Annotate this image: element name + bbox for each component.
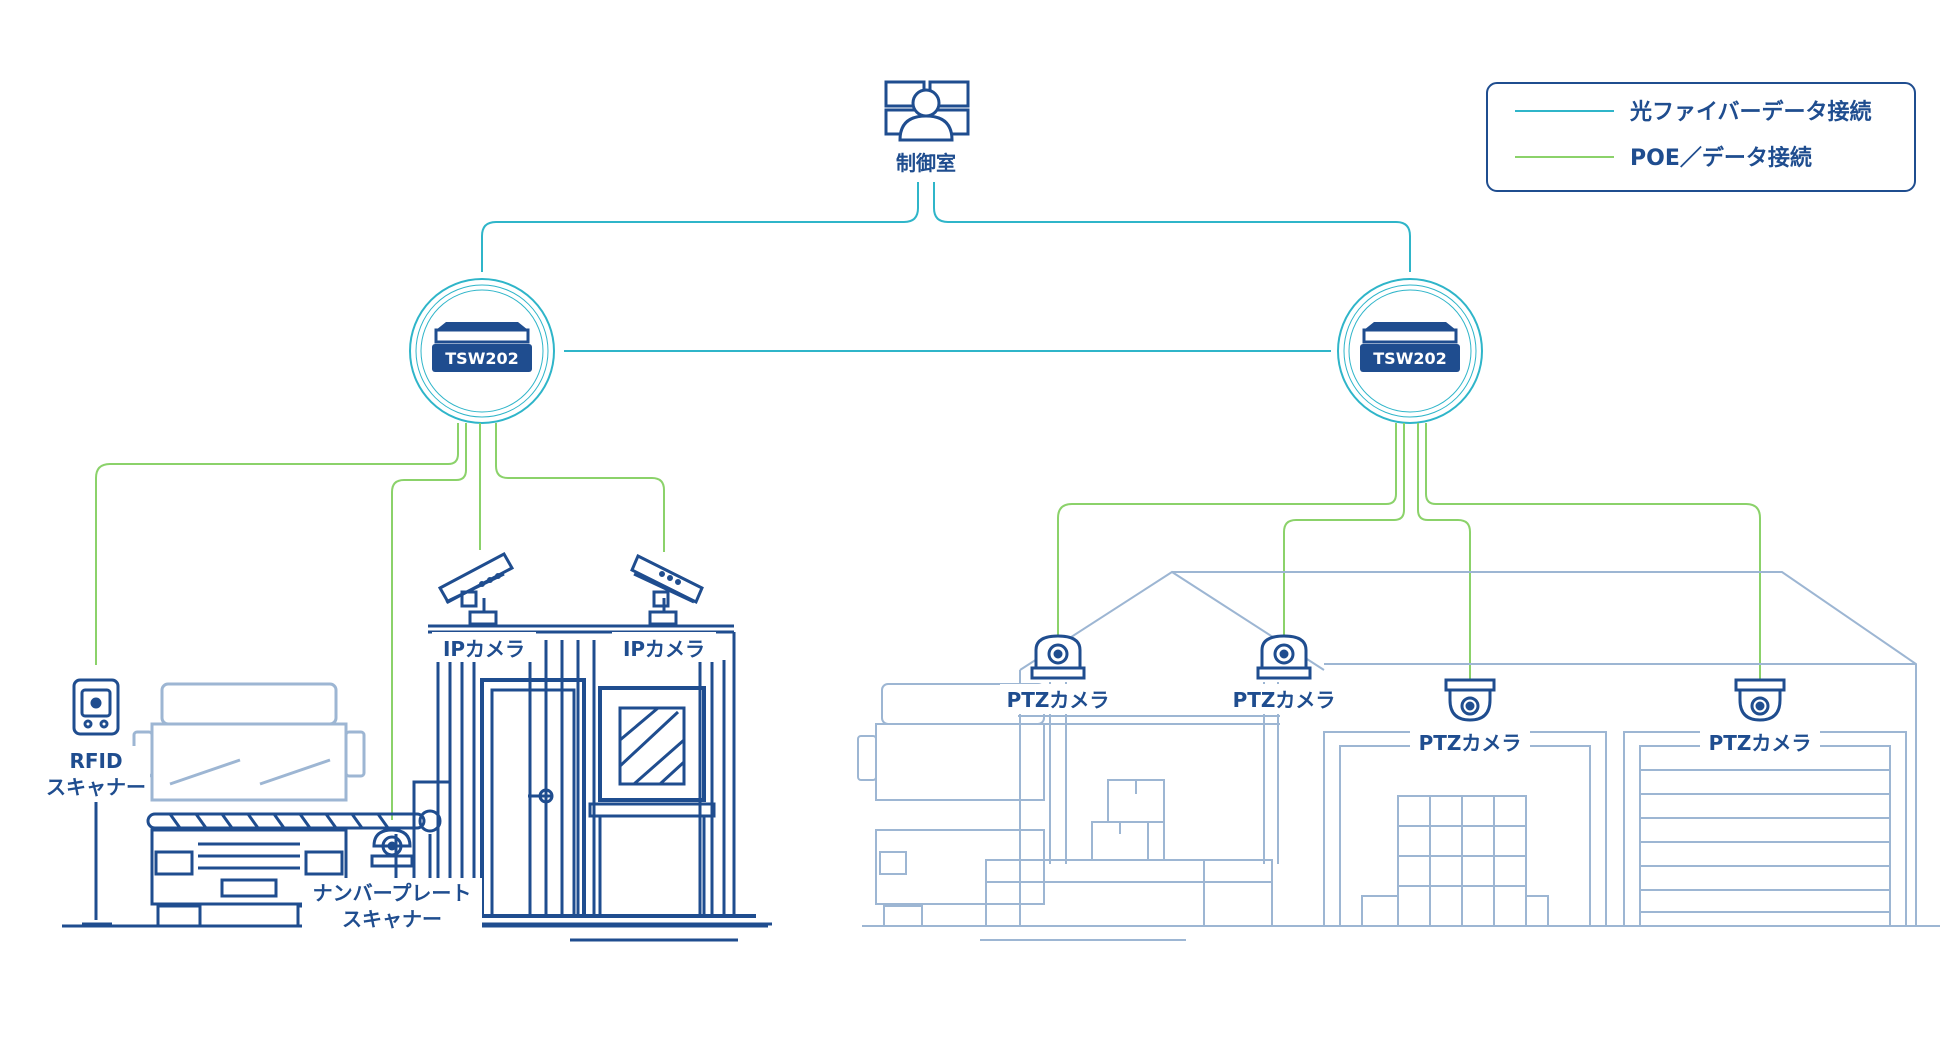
ptz-cameras [1030, 634, 1786, 722]
poe-links-left [95, 423, 665, 820]
ptz-camera-3-label: PTZカメラ [1419, 731, 1522, 755]
guard-booth [428, 624, 772, 926]
rfid-scanner-icon [72, 678, 120, 926]
switch-right: TSW202 [1337, 278, 1483, 424]
fiber-links [481, 182, 1411, 352]
ip-camera-2-icon [630, 553, 704, 626]
ptz-camera-1-label: PTZカメラ [1007, 688, 1110, 712]
plate-scanner-label-line1: ナンバープレート [313, 881, 472, 905]
legend-poe-label: POE／データ接続 [1630, 145, 1812, 171]
switch-left: TSW202 [409, 278, 555, 424]
ip-camera-1-label: IPカメラ [443, 637, 525, 661]
truck-icon [132, 682, 366, 928]
plate-scanner-camera-icon [370, 828, 414, 868]
control-room-icon [884, 80, 970, 142]
rfid-label-line2: スキャナー [46, 775, 146, 799]
ptz-labels: PTZカメラ PTZカメラ PTZカメラ PTZカメラ [1000, 684, 1820, 758]
legend-fiber-label: 光ファイバーデータ接続 [1629, 99, 1872, 125]
ptz-camera-1-icon [1030, 634, 1086, 680]
ptz-camera-2-label: PTZカメラ [1233, 688, 1336, 712]
ptz-camera-3-icon [1444, 678, 1496, 722]
switch-right-model: TSW202 [1373, 349, 1446, 368]
ptz-camera-4-icon [1734, 678, 1786, 722]
rfid-label-line1: RFID [69, 749, 122, 773]
ip-camera-1-icon [437, 551, 515, 626]
ip-camera-2-label: IPカメラ [623, 637, 705, 661]
plate-scanner-label-line2: スキャナー [342, 907, 442, 931]
gate-labels: IPカメラ IPカメラ RFID スキャナー ナンバープレート スキャナー [40, 632, 716, 936]
switch-left-model: TSW202 [445, 349, 518, 368]
poe-links-right [1057, 423, 1761, 680]
warehouse-truck-icon [857, 683, 1045, 927]
control-room-label: 制御室 [896, 151, 956, 175]
legend: 光ファイバーデータ接続 POE／データ接続 [1486, 82, 1916, 192]
ptz-camera-4-label: PTZカメラ [1709, 731, 1812, 755]
ptz-camera-2-icon [1256, 634, 1312, 680]
